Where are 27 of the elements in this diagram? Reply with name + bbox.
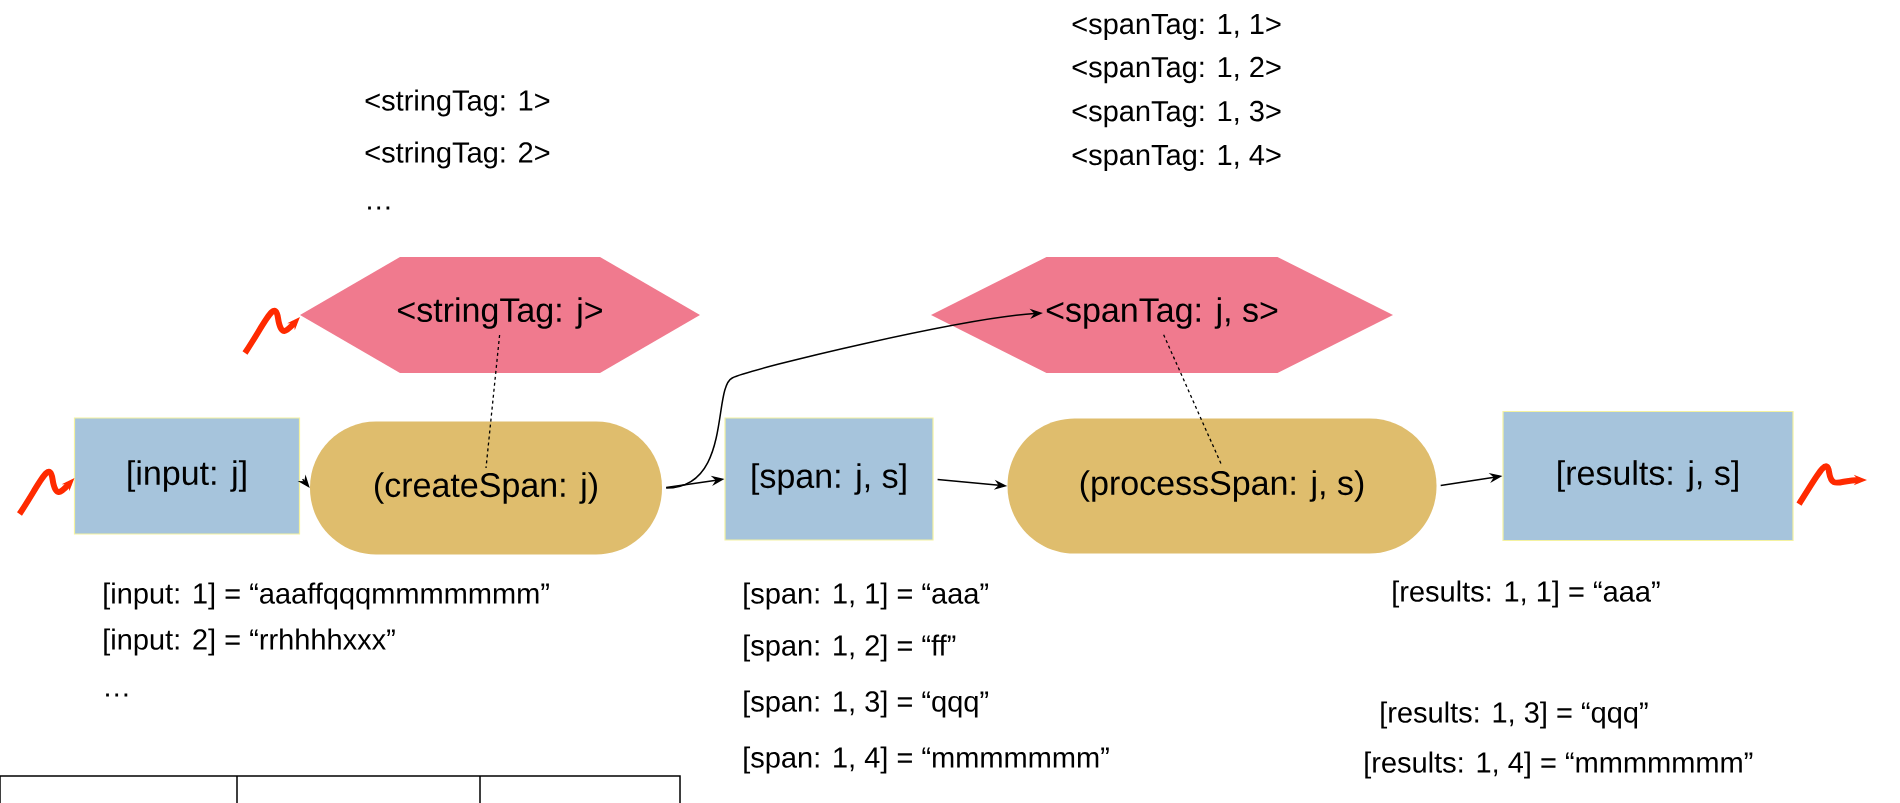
hexagon-node: <stringTag: j> — [300, 257, 700, 373]
annotation-text: <spanTag: 1, 3> — [1072, 100, 1281, 128]
data-box: [input: j] — [73, 417, 301, 535]
dashed-line — [485, 334, 501, 469]
annotation-text: [span: 1, 4] = “mmmmmmm” — [744, 746, 1109, 774]
annotation-text: [span: 1, 2] = “ff” — [744, 634, 956, 662]
hexagon-node: <spanTag: j, s> — [931, 257, 1393, 373]
annotation-text: [results: 1, 3] = “qqq” — [1381, 701, 1648, 729]
annotation-text: [results: 1, 1] = “aaa” — [1393, 580, 1660, 608]
annotation-text: [input: 1] = “aaaffqqqmmmmmmm” — [104, 582, 549, 610]
annotation-text: <stringTag: 1> — [365, 89, 550, 117]
annotation-text: <spanTag: 1, 4> — [1072, 145, 1281, 171]
dashed-line — [1163, 334, 1223, 467]
annotation-text: <spanTag: 1, 2> — [1072, 56, 1281, 84]
annotation-text: <stringTag: 2> — [365, 141, 550, 169]
annotation-text: [input: 2] = “rrhhhhxxx” — [104, 628, 395, 656]
annotation-text: [results: 1, 4] = “mmmmmmm” — [1365, 751, 1753, 779]
data-box: [span: j, s] — [724, 417, 934, 541]
annotation-text: … — [368, 206, 390, 210]
data-box: [results: j, s] — [1502, 410, 1794, 542]
annotation-text: … — [106, 693, 128, 697]
process-pill: (processSpan: j, s) — [1007, 418, 1437, 554]
process-pill: (createSpan: j) — [310, 421, 662, 555]
annotation-text: <spanTag: 1, 1> — [1072, 14, 1281, 40]
squiggle-arrow — [242, 308, 300, 355]
annotation-text: [span: 1, 1] = “aaa” — [744, 582, 989, 610]
annotation-text: [span: 1, 3] = “qqq” — [744, 690, 989, 718]
